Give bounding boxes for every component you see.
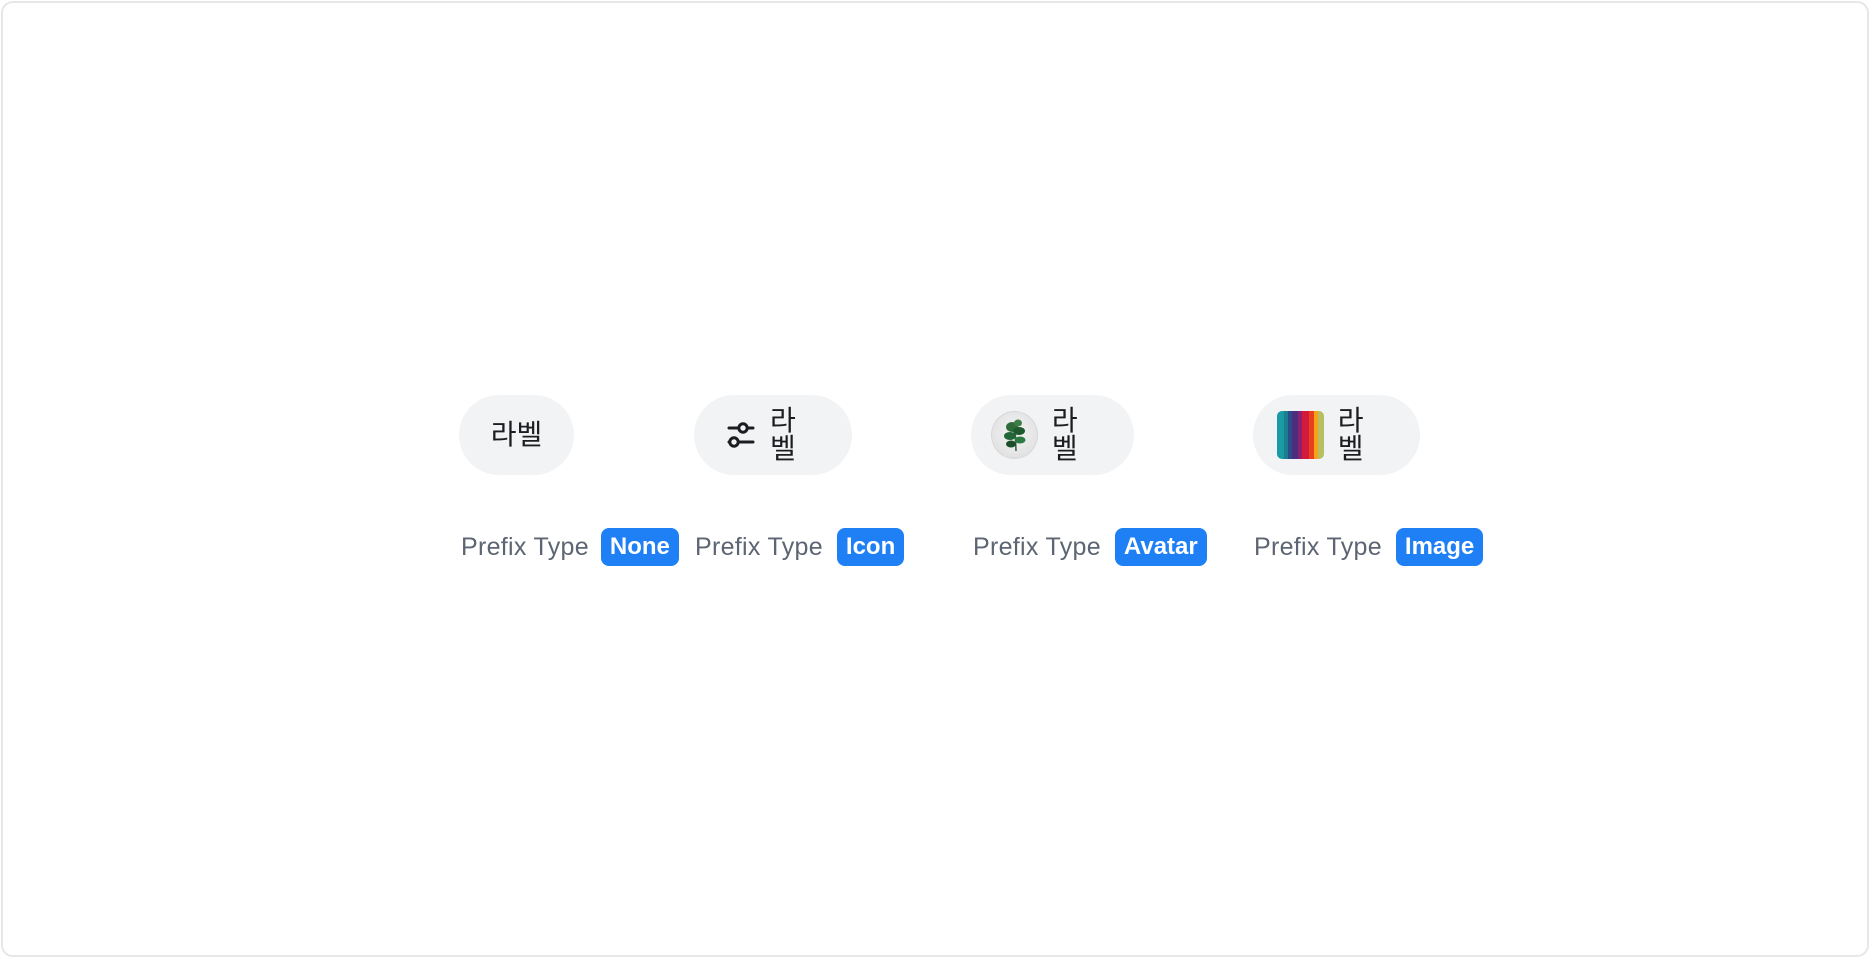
chip-label: 라벨 (1051, 404, 1078, 465)
prefix-type-badge: Icon (836, 528, 905, 566)
caption-text: Prefix Type (1254, 532, 1382, 561)
chip-avatar[interactable]: 라벨 (971, 395, 1134, 475)
variant-icon: 라벨 Prefix Type Icon (694, 395, 905, 566)
prefix-type-badge: Avatar (1114, 528, 1207, 566)
chip-label: 라벨 (490, 418, 543, 451)
caption-icon: Prefix Type Icon (695, 528, 905, 566)
chip-label: 라벨 (1337, 404, 1364, 465)
image-thumbnail (1277, 411, 1324, 459)
sliders-icon (726, 420, 756, 450)
variant-none: 라벨 Prefix Type None (459, 395, 679, 566)
caption-avatar: Prefix Type Avatar (973, 528, 1207, 566)
variant-image: 라벨 Prefix Type Image (1253, 395, 1484, 566)
caption-text: Prefix Type (461, 532, 589, 561)
chip-label: 라벨 (770, 404, 796, 465)
avatar-plant-image (991, 411, 1038, 459)
caption-image: Prefix Type Image (1254, 528, 1484, 566)
chip-icon[interactable]: 라벨 (694, 395, 852, 475)
chip-image[interactable]: 라벨 (1253, 395, 1420, 475)
caption-text: Prefix Type (973, 532, 1101, 561)
chip-none[interactable]: 라벨 (459, 395, 574, 475)
variant-avatar: 라벨 Prefix Type Avatar (971, 395, 1207, 566)
caption-text: Prefix Type (695, 532, 823, 561)
caption-none: Prefix Type None (461, 528, 679, 566)
prefix-type-badge: Image (1395, 528, 1484, 566)
prefix-type-badge: None (600, 528, 679, 566)
